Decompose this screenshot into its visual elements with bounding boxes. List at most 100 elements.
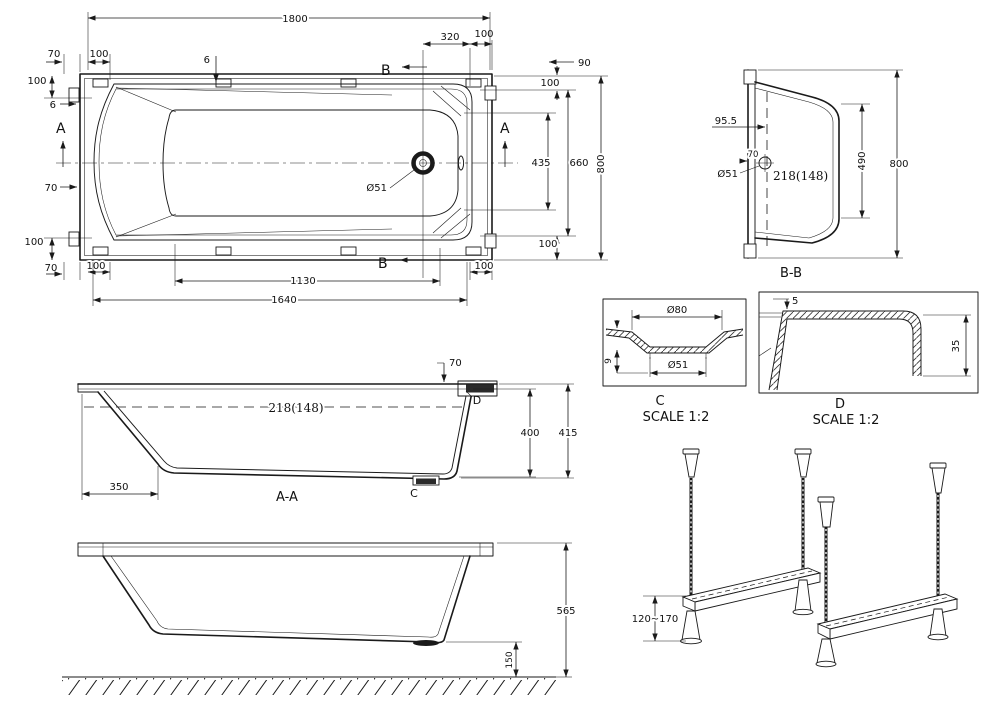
detail-d-border [758, 291, 979, 394]
dim-95-5: 95.5 [715, 116, 737, 127]
detail-c-view: Ø80 Ø51 9 C SCALE 1:2 [602, 298, 747, 425]
dim-490: 490 [857, 151, 868, 170]
dim-5: 5 [792, 296, 798, 307]
dim-1640: 1640 [271, 295, 296, 306]
corner-transition-lines [115, 85, 471, 239]
dim-70-top-left: 70 [48, 49, 61, 60]
dim-100-bottom-left: 100 [86, 261, 105, 272]
section-a-label-right: A [500, 121, 510, 137]
dim-9: 9 [604, 358, 614, 364]
detail-c-title: C [655, 394, 664, 409]
bb-dimensions: 95.5 70 Ø51 218(148) 490 800 [712, 69, 911, 259]
dim-90: 90 [578, 58, 591, 69]
foot-cone [681, 610, 701, 641]
dim-6-top: 6 [204, 55, 210, 66]
water-level-aa: 218(148) [268, 401, 323, 415]
aa-tub-inner-line [103, 390, 467, 475]
detail-d-ref: D [473, 394, 481, 407]
foot-base [927, 633, 949, 641]
detail-d-dimensions: 5 35 [773, 296, 971, 377]
section-aa-view: 70 218(148) D 400 415 C 350 A-A [77, 358, 580, 505]
foot-base [815, 660, 837, 668]
detail-d-scale: SCALE 1:2 [813, 413, 880, 428]
front-dimensions: 565 150 [446, 542, 578, 678]
dim-6-left: 6 [50, 100, 56, 111]
dim-70-bottom-left: 70 [45, 263, 58, 274]
dim-350: 350 [109, 482, 128, 493]
bb-tub-inner-line [754, 87, 834, 239]
rail-slot [825, 596, 950, 627]
foot-cone [819, 501, 834, 528]
dim-100-left-bottom: 100 [24, 237, 43, 248]
dim-100-top-left: 100 [89, 49, 108, 60]
mounting-pads [68, 78, 497, 256]
foot-cone [931, 467, 946, 494]
front-view: 565 150 [62, 542, 578, 695]
foot-cap [817, 496, 835, 503]
dim-height-range: 120~170 [632, 614, 679, 625]
dim-100-top-right: 100 [474, 29, 493, 40]
front-rail-assembly [815, 462, 959, 668]
dim-100-bottom-right: 100 [474, 261, 493, 272]
front-rim [77, 542, 494, 557]
bb-view-title: B-B [780, 266, 802, 281]
dim-150: 150 [505, 651, 515, 668]
aa-view-title: A-A [276, 490, 298, 505]
dim-1800: 1800 [282, 14, 307, 25]
dim-320: 320 [440, 32, 459, 43]
dim-drain-dia-bb: Ø51 [717, 168, 738, 180]
foot-cone [796, 453, 811, 478]
section-bb-view: 95.5 70 Ø51 218(148) 490 800 B-B [712, 69, 911, 281]
section-b-label-top: B [381, 63, 391, 79]
dim-70-left: 70 [45, 183, 58, 194]
foot-cap [794, 448, 812, 455]
plan-dimensions: 1800 70 100 6 320 100 90 [24, 12, 609, 308]
detail-c-border [602, 298, 747, 387]
dim-800: 800 [596, 154, 607, 173]
tub-opening-inner-line [98, 88, 468, 236]
detail-d-title: D [835, 397, 845, 412]
tub-opening-outline [93, 83, 473, 241]
aa-tub-profile [97, 391, 472, 480]
dim-dia51-c: Ø51 [668, 359, 689, 371]
foot-cone [684, 453, 699, 478]
dim-400: 400 [520, 428, 539, 439]
tub-rim-edge [84, 78, 488, 256]
dim-565: 565 [556, 606, 575, 617]
detail-c-dimensions: Ø80 Ø51 9 [604, 302, 723, 377]
dim-100-right-bottom: 100 [538, 239, 557, 250]
foot-cap [682, 448, 700, 455]
foot-cap [929, 462, 947, 469]
section-markers: A A B B [56, 63, 510, 272]
support-frame-view: 120~170 [630, 448, 959, 668]
dim-800-bb: 800 [889, 159, 908, 170]
tub-floor-outline [162, 109, 459, 217]
bb-tub-profile [754, 81, 840, 244]
detail-c-scale: SCALE 1:2 [643, 410, 710, 425]
section-a-label-left: A [56, 121, 66, 137]
front-drain-fitting [413, 640, 439, 646]
dim-435: 435 [531, 158, 550, 169]
foot-base [792, 608, 814, 616]
plan-view: A A B B 1800 70 100 6 [24, 12, 609, 308]
water-level-bb: 218(148) [773, 169, 828, 183]
detail-c-ref: C [410, 487, 418, 500]
dim-70-aa: 70 [449, 358, 462, 369]
tub-outer-silhouette [79, 73, 493, 261]
rear-rail-assembly [680, 448, 822, 645]
foot-cone [816, 638, 836, 664]
ground-hatch [62, 678, 556, 695]
detail-d-view: 5 35 D SCALE 1:2 [758, 291, 979, 428]
rail-slot [691, 570, 813, 600]
detail-d-rim-hatch [769, 311, 921, 390]
frame-dimensions: 120~170 [630, 595, 686, 642]
front-tub-body [102, 555, 471, 644]
dim-660: 660 [569, 158, 588, 169]
front-tub-inner-line [110, 555, 465, 638]
dim-drain-dia: Ø51 [366, 182, 387, 194]
aa-rim-end-block [457, 380, 498, 397]
detail-c-shell-hatch [606, 329, 743, 353]
dim-100-left-top: 100 [27, 76, 46, 87]
